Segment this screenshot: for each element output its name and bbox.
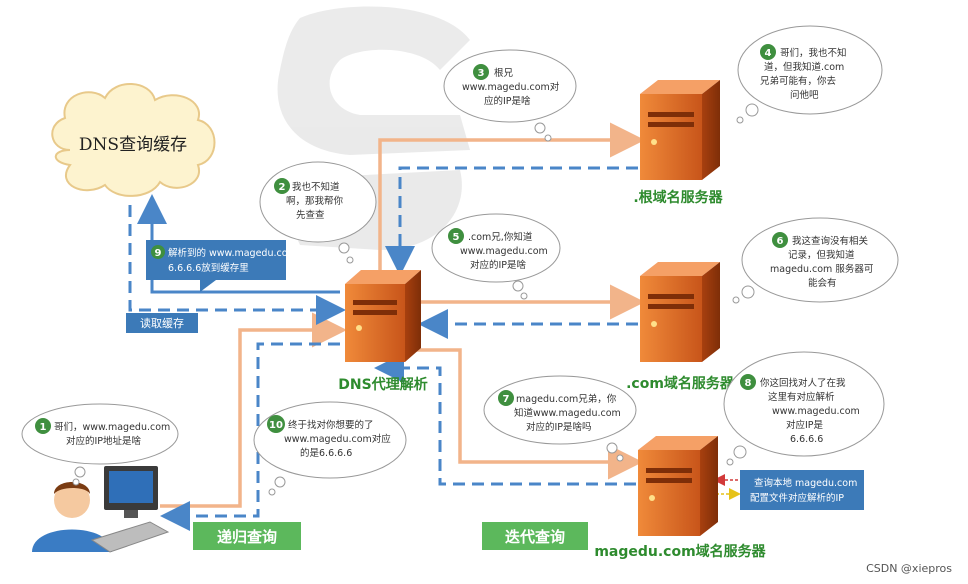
bubble-10: 10 终于找对你想要的了 www.magedu.com对应 的是6.6.6.6	[253, 401, 407, 496]
svg-text:我也不知道: 我也不知道	[292, 181, 340, 193]
svg-text:道，但我知道.com: 道，但我知道.com	[764, 61, 844, 73]
svg-text:www.magedu.com: www.magedu.com	[460, 246, 548, 257]
svg-text:先查查: 先查查	[296, 209, 325, 221]
svg-text:我这查询没有相关: 我这查询没有相关	[792, 235, 869, 247]
client-user	[32, 466, 170, 553]
magedu-label: magedu.com域名服务器	[594, 543, 766, 560]
tag-iterative: 迭代查询	[482, 522, 588, 550]
proxy-server	[345, 270, 421, 362]
svg-text:.com兄,你知道: .com兄,你知道	[468, 231, 533, 243]
step-badge-9	[151, 245, 165, 259]
svg-text:查询本地 magedu.com: 查询本地 magedu.com	[754, 477, 857, 489]
proxy-label: DNS代理解析	[338, 376, 427, 393]
svg-text:啊，那我帮你: 啊，那我帮你	[286, 195, 344, 207]
magedu-server	[638, 436, 718, 536]
svg-text:6.6.6.6: 6.6.6.6	[790, 434, 823, 445]
step-badge-1	[35, 418, 51, 434]
arrow-root-to-proxy	[385, 166, 638, 276]
svg-text:magedu.com 服务器可: magedu.com 服务器可	[770, 263, 873, 275]
arrow-store-cache	[137, 194, 340, 294]
step-badge-5	[448, 228, 464, 244]
svg-text:兄弟可能有，你去: 兄弟可能有，你去	[760, 75, 837, 87]
bubble-6: 6 我这查询没有相关 记录，但我知道 magedu.com 服务器可 能会有	[732, 217, 899, 304]
bubble-7: 7 magedu.com兄弟，你 知道www.magedu.com 对应的IP是…	[483, 375, 637, 462]
read-cache-box: 读取缓存	[126, 313, 198, 333]
arrow-client-to-proxy	[160, 312, 347, 508]
svg-text:www.magedu.com对应: www.magedu.com对应	[284, 433, 391, 445]
arrows	[128, 122, 741, 531]
svg-text:问他吧: 问他吧	[790, 89, 819, 101]
svg-text:配置文件对应解析的IP: 配置文件对应解析的IP	[750, 492, 844, 504]
dns-cache-cloud: DNS查询缓存	[51, 83, 216, 197]
svg-text:9: 9	[155, 248, 162, 259]
local-config-box: 查询本地 magedu.com 配置文件对应解析的IP	[740, 470, 864, 510]
dns-cache-label: DNS查询缓存	[79, 135, 187, 155]
bubble-2: 2 我也不知道 啊，那我帮你 先查查	[259, 161, 377, 264]
svg-text:这里有对应解析: 这里有对应解析	[768, 391, 835, 403]
root-label: .根域名服务器	[633, 189, 723, 206]
svg-text:3: 3	[478, 68, 485, 79]
bubble-4: 4 哥们，我也不知 道，但我知道.com 兄弟可能有，你去 问他吧	[736, 25, 883, 124]
svg-text:根兄: 根兄	[494, 67, 514, 79]
svg-text:2: 2	[279, 182, 286, 193]
svg-text:应的IP是啥: 应的IP是啥	[484, 95, 531, 107]
svg-text:你这回找对人了在我: 你这回找对人了在我	[760, 377, 846, 389]
bubble-8: 8 你这回找对人了在我 这里有对应解析 www.magedu.com 对应IP是…	[723, 351, 885, 466]
watermark: CSDN @xiepros	[866, 562, 952, 575]
svg-text:magedu.com兄弟，你: magedu.com兄弟，你	[516, 393, 617, 405]
svg-text:7: 7	[503, 394, 510, 405]
bubble-1: 1 哥们，www.magedu.com 对应的IP地址是啥	[21, 403, 179, 486]
svg-text:www.magedu.com: www.magedu.com	[772, 406, 860, 417]
svg-text:能会有: 能会有	[808, 277, 837, 289]
step-badge-7	[498, 390, 514, 406]
svg-text:哥们，我也不知: 哥们，我也不知	[780, 47, 847, 59]
bubble-3: 3 根兄 www.magedu.com对 应的IP是啥	[443, 49, 577, 142]
svg-text:5: 5	[453, 232, 460, 243]
svg-text:的是6.6.6.6: 的是6.6.6.6	[300, 447, 352, 459]
step-badge-8	[740, 374, 756, 390]
arrow-proxy-to-root	[378, 122, 645, 270]
svg-text:6: 6	[777, 236, 784, 247]
step-badge-4	[760, 44, 776, 60]
svg-text:4: 4	[765, 48, 772, 59]
svg-text:对应IP是: 对应IP是	[786, 419, 824, 431]
arrow-proxy-to-client	[160, 342, 340, 531]
bubble-5: 5 .com兄,你知道 www.magedu.com 对应的IP是啥	[431, 213, 561, 300]
svg-text:www.magedu.com对: www.magedu.com对	[462, 81, 560, 93]
step-badge-10	[267, 415, 285, 433]
svg-text:1: 1	[40, 422, 47, 433]
svg-text:递归查询: 递归查询	[217, 528, 277, 546]
com-label: .com域名服务器	[626, 375, 735, 392]
step-badge-2	[274, 178, 290, 194]
svg-text:对应的IP是啥吗: 对应的IP是啥吗	[526, 421, 592, 433]
bubble-1-line-2: 对应的IP地址是啥	[66, 435, 142, 447]
svg-text:迭代查询: 迭代查询	[505, 528, 565, 546]
arrow-proxy-to-magedu	[400, 348, 643, 480]
svg-text:8: 8	[745, 378, 752, 389]
arrow-read-cache	[128, 205, 346, 325]
step-badge-3	[473, 64, 489, 80]
svg-text:记录，但我知道: 记录，但我知道	[788, 249, 855, 261]
svg-text:读取缓存: 读取缓存	[140, 316, 184, 330]
svg-text:解析到的 www.magedu.com: 解析到的 www.magedu.com	[168, 247, 297, 259]
svg-text:知道www.magedu.com: 知道www.magedu.com	[514, 407, 621, 419]
arrow-magedu-to-proxy	[374, 353, 636, 486]
cache-store-box: 9 解析到的 www.magedu.com 6.6.6.6放到缓存里	[146, 240, 297, 292]
svg-text:对应的IP是啥: 对应的IP是啥	[470, 259, 527, 271]
step-badge-6	[772, 232, 788, 248]
tag-recursive: 递归查询	[193, 522, 301, 550]
root-server	[640, 80, 720, 180]
svg-text:6.6.6.6放到缓存里: 6.6.6.6放到缓存里	[168, 262, 249, 274]
com-server	[640, 262, 720, 362]
bubble-1-line-1: 哥们，www.magedu.com	[54, 421, 170, 433]
svg-text:10: 10	[269, 420, 283, 431]
svg-text:终于找对你想要的了: 终于找对你想要的了	[288, 419, 374, 431]
